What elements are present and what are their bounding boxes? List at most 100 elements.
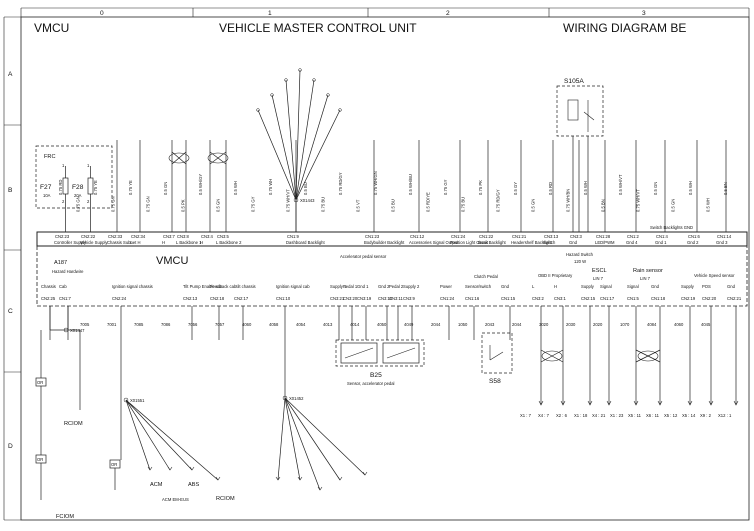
pin-ref: X4 : 7 [538, 413, 550, 418]
wire-code: 2043 [485, 322, 495, 327]
wire-end [312, 78, 316, 82]
bottom-pin-id: CN2:18 [210, 296, 225, 301]
fuse-pin: 2 [87, 199, 90, 204]
bottom-pin-id: CN2:17 [234, 296, 249, 301]
fuse-f28-rating: 20A [74, 193, 82, 198]
wire-code: 4049 [404, 322, 414, 327]
wire-code: 1050 [458, 322, 468, 327]
top-pin-label: Dashboard Backlight [286, 240, 325, 245]
top-pin-id: CN1:4 [656, 234, 669, 239]
bottom-pin-label: Ignition signal chassis [112, 284, 153, 289]
top-pin-id: CN3:7 [163, 234, 176, 239]
wire-label: 0.75 YE [128, 180, 133, 195]
top-pin-label: Gnd 4 [626, 240, 638, 245]
fan-wire [284, 397, 366, 476]
bottom-pin-label: L [532, 284, 535, 289]
wire-code: 2044 [512, 322, 522, 327]
escl-sub-label: LIN 7 [593, 276, 604, 281]
wire-label: 0.5 GN [216, 199, 221, 212]
top-pin-id: CN1:24 [451, 234, 466, 239]
rain-group-label: Rain sensor [633, 268, 663, 274]
twisted-pair-icon [541, 350, 563, 362]
wire-label: 0.5 WH [688, 181, 693, 195]
row-label-d: D [8, 443, 13, 450]
accelerator-pedal-sensor-b25: B25 Sensor, accelerator pedal [335, 339, 425, 386]
arrow-icon [708, 400, 714, 406]
wire-end [338, 108, 342, 112]
top-pin-id: CN3:3 [570, 234, 583, 239]
arrow-icon [189, 466, 195, 471]
resistor-label: 120 W [574, 259, 586, 264]
wire-code: 4060 [674, 322, 684, 327]
twist [635, 349, 661, 363]
bottom-pin-id: CN3:10 [378, 296, 393, 301]
pin-ref: X12 : 1 [718, 413, 732, 418]
wire-label: 0.75 BU [321, 197, 326, 212]
relay-s105a: S105A [556, 78, 604, 232]
wire-label: 0.75 GN [111, 196, 116, 212]
bottom-pin-label: Signal [600, 284, 612, 289]
bottom-pin-label: Ignition signal cab [276, 284, 310, 289]
pin-ref: X1 : 7 [520, 413, 532, 418]
b25-label: B25 [370, 372, 382, 379]
inline-connector-label: OR [111, 462, 117, 467]
bottom-pin-label: Supply 2 [403, 284, 420, 289]
twist [171, 151, 187, 165]
wire-label: 0.5 GN [531, 199, 536, 212]
wire-label: 0.75 BU [461, 197, 466, 212]
wire-label: 0.5 VT [356, 199, 361, 212]
diagram-title: VEHICLE MASTER CONTROL UNIT [219, 21, 417, 35]
bottom-pin-id: CN1:7 [59, 296, 72, 301]
frc-fuse-box: FRC F27 10A F28 20A 1 2 1 2 [35, 145, 113, 232]
wire-code: 7086 [161, 322, 171, 327]
fan-wire [284, 397, 321, 491]
escl-group-label: ESCL [592, 268, 607, 274]
wire-code: 1070 [620, 322, 630, 327]
bottom-pin-label: Supply [681, 284, 695, 289]
wire-label: 0.5 BU [391, 199, 396, 212]
pin-ref: X2 : 6 [556, 413, 568, 418]
row-label-a: A [8, 71, 13, 78]
bottom-pin-id: CN2:25 [41, 296, 56, 301]
bottom-pin-id: CN3:1 [554, 296, 567, 301]
top-pin-label: Vehicle Supply [80, 240, 108, 245]
wire-code: 3020 [539, 322, 549, 327]
bottom-pin-label: Tilt Pump Enable out [183, 284, 223, 289]
fuse-f27-id: F27 [40, 184, 52, 191]
wire-label: 0.5 GN [671, 199, 676, 212]
top-pin-label: Gnd 2 [687, 240, 699, 245]
fan-wire [284, 397, 301, 481]
arrow-icon [215, 476, 221, 481]
fan-wire [125, 399, 151, 471]
top-pin-label: L Backbone 1 [176, 240, 202, 245]
wire-label: 0.75 RD/GY [338, 172, 343, 195]
wire-label: 0.75 RD [58, 180, 63, 195]
bottom-pin-label: H [554, 284, 557, 289]
pin-ref: X5 : 14 [682, 413, 696, 418]
wire-end [298, 68, 302, 72]
pin-ref: X9 : 2 [700, 413, 712, 418]
wire-end [256, 108, 260, 112]
acm-label: ACM [150, 482, 163, 488]
top-pin-label: Controller Supply [54, 240, 87, 245]
vmcu-sub: A187 [54, 260, 67, 266]
wire-code: 2020 [593, 322, 603, 327]
bottom-pin-id: CN3:20 [343, 296, 358, 301]
bottom-pin-id: CN3:9 [403, 296, 416, 301]
wire-label: 0.5 WH/GY [198, 174, 203, 195]
top-pin-id: CN3:13 [544, 234, 559, 239]
splice-label: X01551 [130, 398, 145, 403]
top-pin-id: CN1:28 [596, 234, 611, 239]
column-label-2: 2 [446, 10, 450, 17]
wire-label: 0.5 WH/VT [618, 174, 623, 195]
wire-label: 0.75 YE [93, 180, 98, 195]
bottom-pin-id: CN2:19 [681, 296, 696, 301]
arrow-icon [275, 476, 281, 481]
wire-label: 0.5 GY [513, 182, 518, 195]
fan-wire [295, 94, 329, 201]
wire-label: 0.5 GN [653, 182, 658, 195]
wire-label: 0.5 WH [583, 181, 588, 195]
bottom-pin-label: Power [440, 284, 452, 289]
